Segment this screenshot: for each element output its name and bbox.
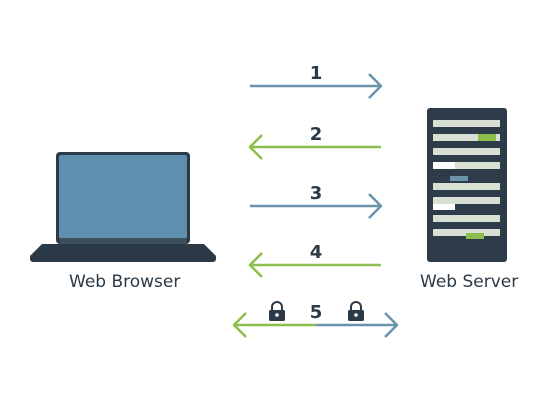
step-number-5: 5 bbox=[310, 302, 323, 323]
web-server-label: Web Server bbox=[420, 272, 519, 292]
step-number-1: 1 bbox=[310, 63, 323, 84]
arrow-step-4 bbox=[248, 252, 381, 278]
padlock-icon bbox=[269, 301, 285, 321]
step-number-3: 3 bbox=[310, 183, 323, 204]
web-browser-label: Web Browser bbox=[69, 272, 181, 292]
step-number-2: 2 bbox=[310, 124, 323, 145]
server-icon bbox=[427, 108, 507, 262]
arrow-step-1 bbox=[250, 73, 383, 99]
step-number-4: 4 bbox=[310, 242, 323, 263]
arrow-step-2 bbox=[248, 134, 381, 160]
laptop-icon bbox=[30, 152, 216, 262]
padlock-icon bbox=[348, 301, 364, 321]
arrow-step-3 bbox=[250, 193, 383, 219]
arrow-step-5 bbox=[232, 312, 399, 338]
